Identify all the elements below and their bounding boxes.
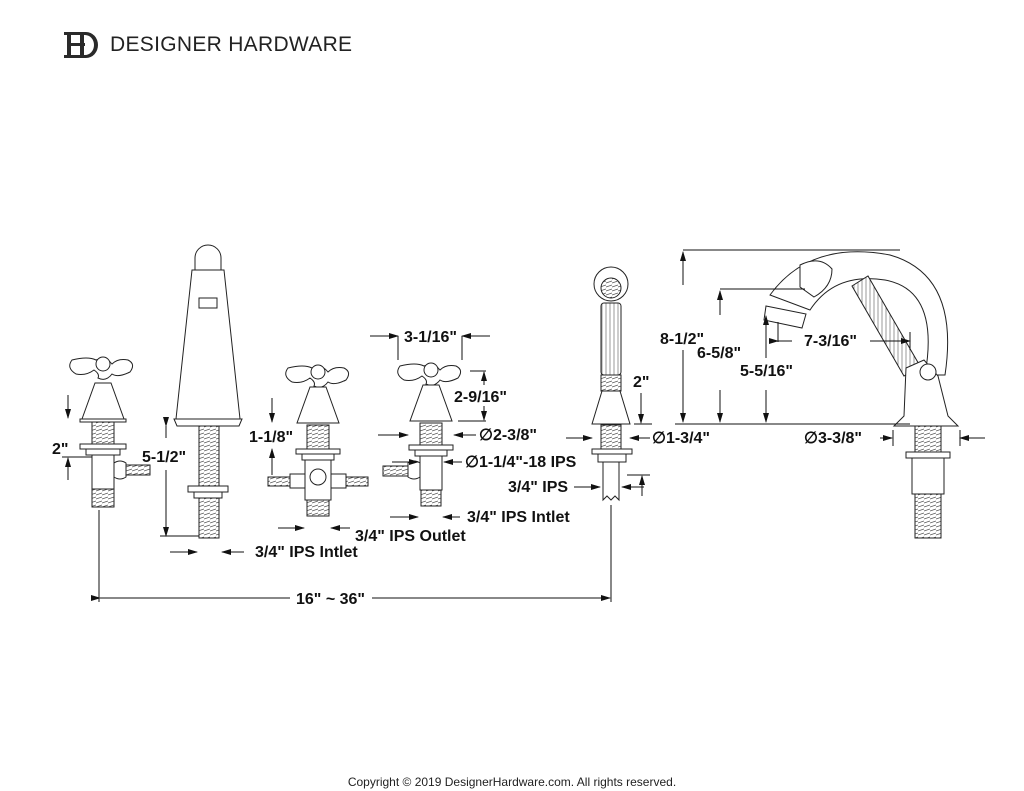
dim-diverter-outlet: 3/4" IPS Outlet xyxy=(355,528,466,545)
dim-spout-inlet: 3/4" IPS Intlet xyxy=(255,544,358,561)
dh-monogram-icon xyxy=(64,32,98,58)
dim-shank-thread: ∅1-1/4"-18 IPS xyxy=(465,454,577,471)
dim-outlet-height: 5-5/16" xyxy=(740,363,793,380)
dim-hand-shower-height: 2" xyxy=(633,374,649,391)
dim-spout-shank: 5-1/2" xyxy=(142,449,186,466)
dim-diverter-height: 1-1/8" xyxy=(249,429,293,446)
hand-shower xyxy=(591,266,633,502)
dim-spray-height: 6-5/8" xyxy=(697,345,741,362)
brand-header: DESIGNER HARDWARE xyxy=(62,28,352,62)
right-cross-handle-valve xyxy=(382,362,462,507)
dim-hand-shower-dia: ∅1-3/4" xyxy=(652,430,710,447)
dim-handle-height: 2-9/16" xyxy=(454,389,507,406)
dim-spread: 16" ~ 36" xyxy=(296,591,365,608)
brand-name: DESIGNER HARDWARE xyxy=(110,33,353,56)
dim-escutcheon-dia: ∅2-3/8" xyxy=(479,427,537,444)
tub-spout xyxy=(173,244,243,539)
dimension-lines xyxy=(62,249,985,602)
dim-base-dia: ∅3-3/8" xyxy=(804,430,862,447)
hand-shower-side-view xyxy=(763,251,960,539)
dim-overall-height: 8-1/2" xyxy=(660,331,704,348)
dim-valve-inlet: 3/4" IPS Intlet xyxy=(467,509,570,526)
dim-handle-width: 3-1/16" xyxy=(404,329,457,346)
dim-hand-shower-ips: 3/4" IPS xyxy=(508,479,568,496)
diverter-valve xyxy=(267,364,369,517)
left-cross-handle-valve xyxy=(69,356,151,508)
dim-left-valve-height: 2" xyxy=(52,441,68,458)
copyright-notice: Copyright © 2019 DesignerHardware.com. A… xyxy=(347,775,677,789)
dim-reach: 7-3/16" xyxy=(804,333,857,350)
